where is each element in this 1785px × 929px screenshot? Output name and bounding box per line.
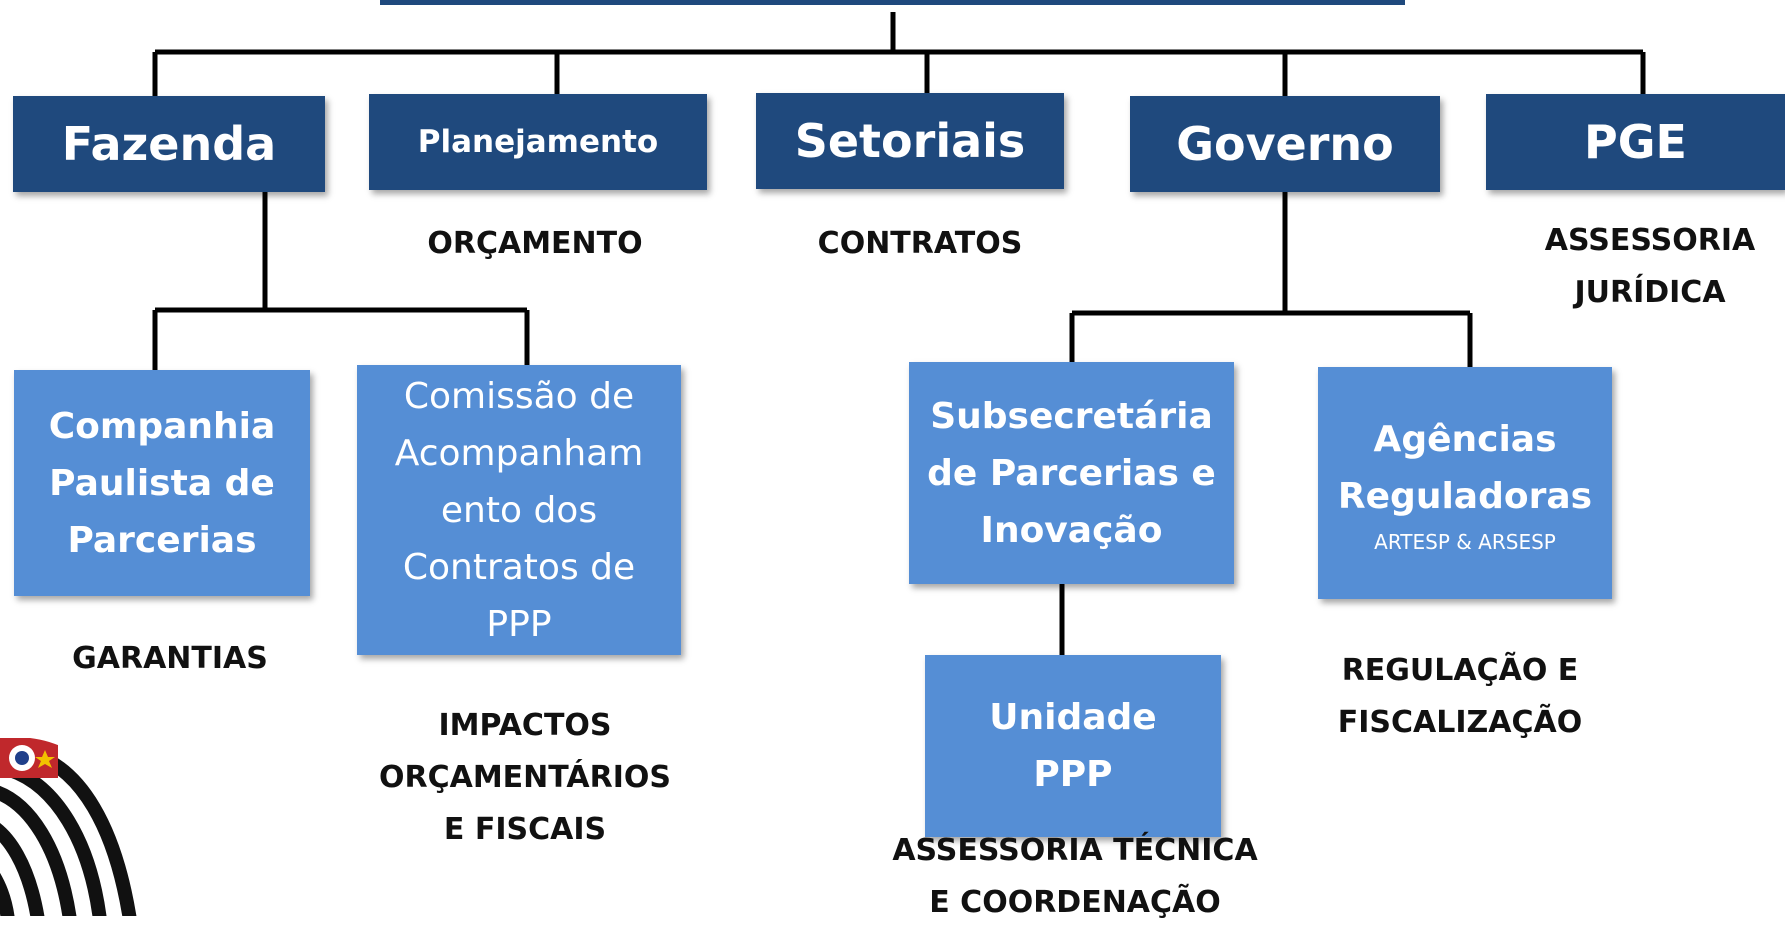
unidade-ppp-box: Unidade PPP: [925, 655, 1221, 837]
pge-box: PGE: [1486, 94, 1785, 190]
setoriais-box: Setoriais: [756, 93, 1064, 189]
governo-box: Governo: [1130, 96, 1440, 192]
agencias-role: REGULAÇÃO E FISCALIZAÇÃO: [1337, 653, 1583, 740]
comissao-label: Comissão de Acompanham ento dos Contrato…: [394, 375, 644, 645]
pge-role: ASSESSORIA JURÍDICA: [1544, 223, 1756, 310]
fazenda-label: Fazenda: [61, 117, 277, 171]
governo-label: Governo: [1176, 117, 1394, 171]
companhia-paulista-box: Companhia Paulista de Parcerias: [14, 370, 310, 596]
setoriais-role: CONTRATOS: [817, 226, 1023, 261]
companhia-paulista-role: GARANTIAS: [72, 641, 268, 676]
agencias-box: Agências Reguladoras ARTESP & ARSESP: [1318, 367, 1612, 599]
unidade-ppp-label: Unidade PPP: [989, 697, 1157, 795]
planejamento-label: Planejamento: [417, 124, 659, 160]
comissao-role: IMPACTOS ORÇAMENTÁRIOS E FISCAIS: [378, 708, 672, 847]
subsecretaria-label: Subsecretária de Parcerias e Inovação: [927, 395, 1216, 551]
planejamento-box: Planejamento: [369, 94, 707, 190]
root-box-edge: [380, 0, 1405, 5]
agencias-note: ARTESP & ARSESP: [1374, 530, 1556, 554]
agencias-label: Agências Reguladoras: [1337, 419, 1593, 517]
unidade-ppp-role: ASSESSORIA TÉCNICA E COORDENAÇÃO: [892, 833, 1258, 920]
companhia-paulista-label: Companhia Paulista de Parcerias: [48, 405, 276, 561]
planejamento-role: ORÇAMENTO: [427, 226, 643, 261]
subsecretaria-box: Subsecretária de Parcerias e Inovação: [909, 362, 1234, 584]
pge-label: PGE: [1584, 115, 1687, 169]
sao-paulo-seal-icon: [0, 736, 150, 916]
fazenda-box: Fazenda: [13, 96, 325, 192]
comissao-box: Comissão de Acompanham ento dos Contrato…: [357, 365, 681, 655]
setoriais-label: Setoriais: [794, 114, 1026, 168]
